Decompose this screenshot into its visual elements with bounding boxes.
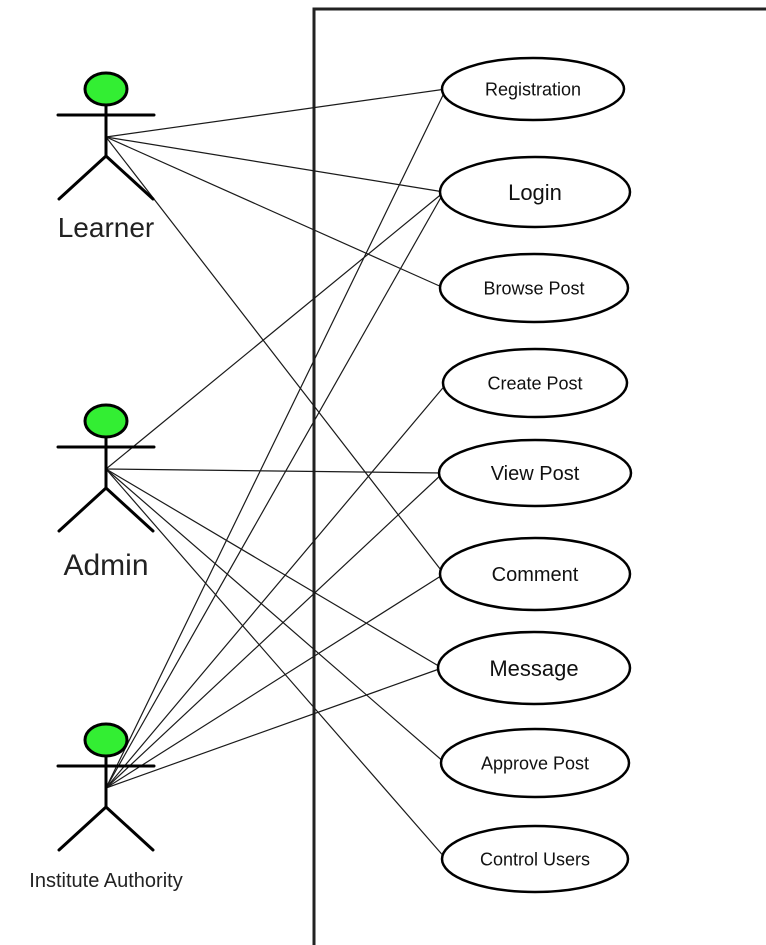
association-institute-registration (105, 88, 447, 789)
use-case-view-post: View Post (437, 438, 633, 508)
use-case-label: Login (508, 180, 562, 205)
actor-admin: Admin (56, 403, 156, 582)
use-case-label: Create Post (487, 373, 582, 393)
actor-label: Institute Authority (29, 870, 182, 892)
actor-left-leg (57, 486, 108, 533)
use-case-ellipse (438, 155, 632, 229)
use-case-label: Registration (485, 79, 581, 99)
use-case-label: Approve Post (481, 753, 589, 773)
use-case-control-users: Control Users (440, 824, 630, 894)
association-admin-login (105, 191, 445, 470)
association-learner-login (105, 136, 445, 193)
association-institute-comment (105, 573, 445, 789)
use-case-ellipse (440, 56, 626, 122)
use-case-label: Comment (492, 564, 579, 586)
actor-label: Admin (63, 549, 148, 582)
use-case-ellipse (437, 438, 633, 508)
actor-head (83, 71, 129, 107)
actor-right-leg (104, 486, 155, 533)
use-case-ellipse (436, 630, 632, 706)
use-case-login: Login (438, 155, 632, 229)
association-institute-login (105, 191, 445, 789)
association-learner-comment (105, 136, 445, 575)
use-case-message: Message (436, 630, 632, 706)
actor-right-leg (104, 154, 155, 201)
use-case-label: Control Users (480, 849, 590, 869)
association-lines (105, 88, 448, 860)
use-case-registration: Registration (440, 56, 626, 122)
actor-left-leg (57, 805, 108, 852)
use-case-comment: Comment (438, 536, 632, 612)
association-admin-approve_post (105, 468, 446, 764)
use-case-approve-post: Approve Post (439, 727, 631, 799)
use-case-browse-post: Browse Post (438, 252, 630, 324)
use-case-label: Browse Post (483, 278, 584, 298)
use-case-ellipse (441, 347, 629, 419)
use-case-label: Message (489, 656, 578, 681)
actor-left-leg (57, 154, 108, 201)
use-case-ellipse (438, 536, 632, 612)
association-learner-registration (105, 88, 447, 138)
actor-learner: Learner (56, 71, 156, 243)
actor-head (83, 722, 129, 758)
system-boundary (312, 7, 766, 945)
association-institute-create_post (105, 382, 448, 789)
use-case-label: View Post (491, 463, 580, 485)
association-admin-view_post (105, 468, 444, 474)
actor-institute: Institute Authority (29, 722, 183, 892)
actor-label: Learner (58, 212, 155, 243)
actor-right-leg (104, 805, 155, 852)
use-case-ellipse (439, 727, 631, 799)
association-institute-message (105, 667, 443, 789)
association-admin-control_users (105, 468, 447, 860)
use-case-create-post: Create Post (441, 347, 629, 419)
use-case-ellipse (440, 824, 630, 894)
association-learner-browse_post (105, 136, 445, 289)
use-case-ellipse (438, 252, 630, 324)
association-institute-view_post (105, 472, 444, 789)
association-admin-message (105, 468, 443, 669)
actor-head (83, 403, 129, 439)
